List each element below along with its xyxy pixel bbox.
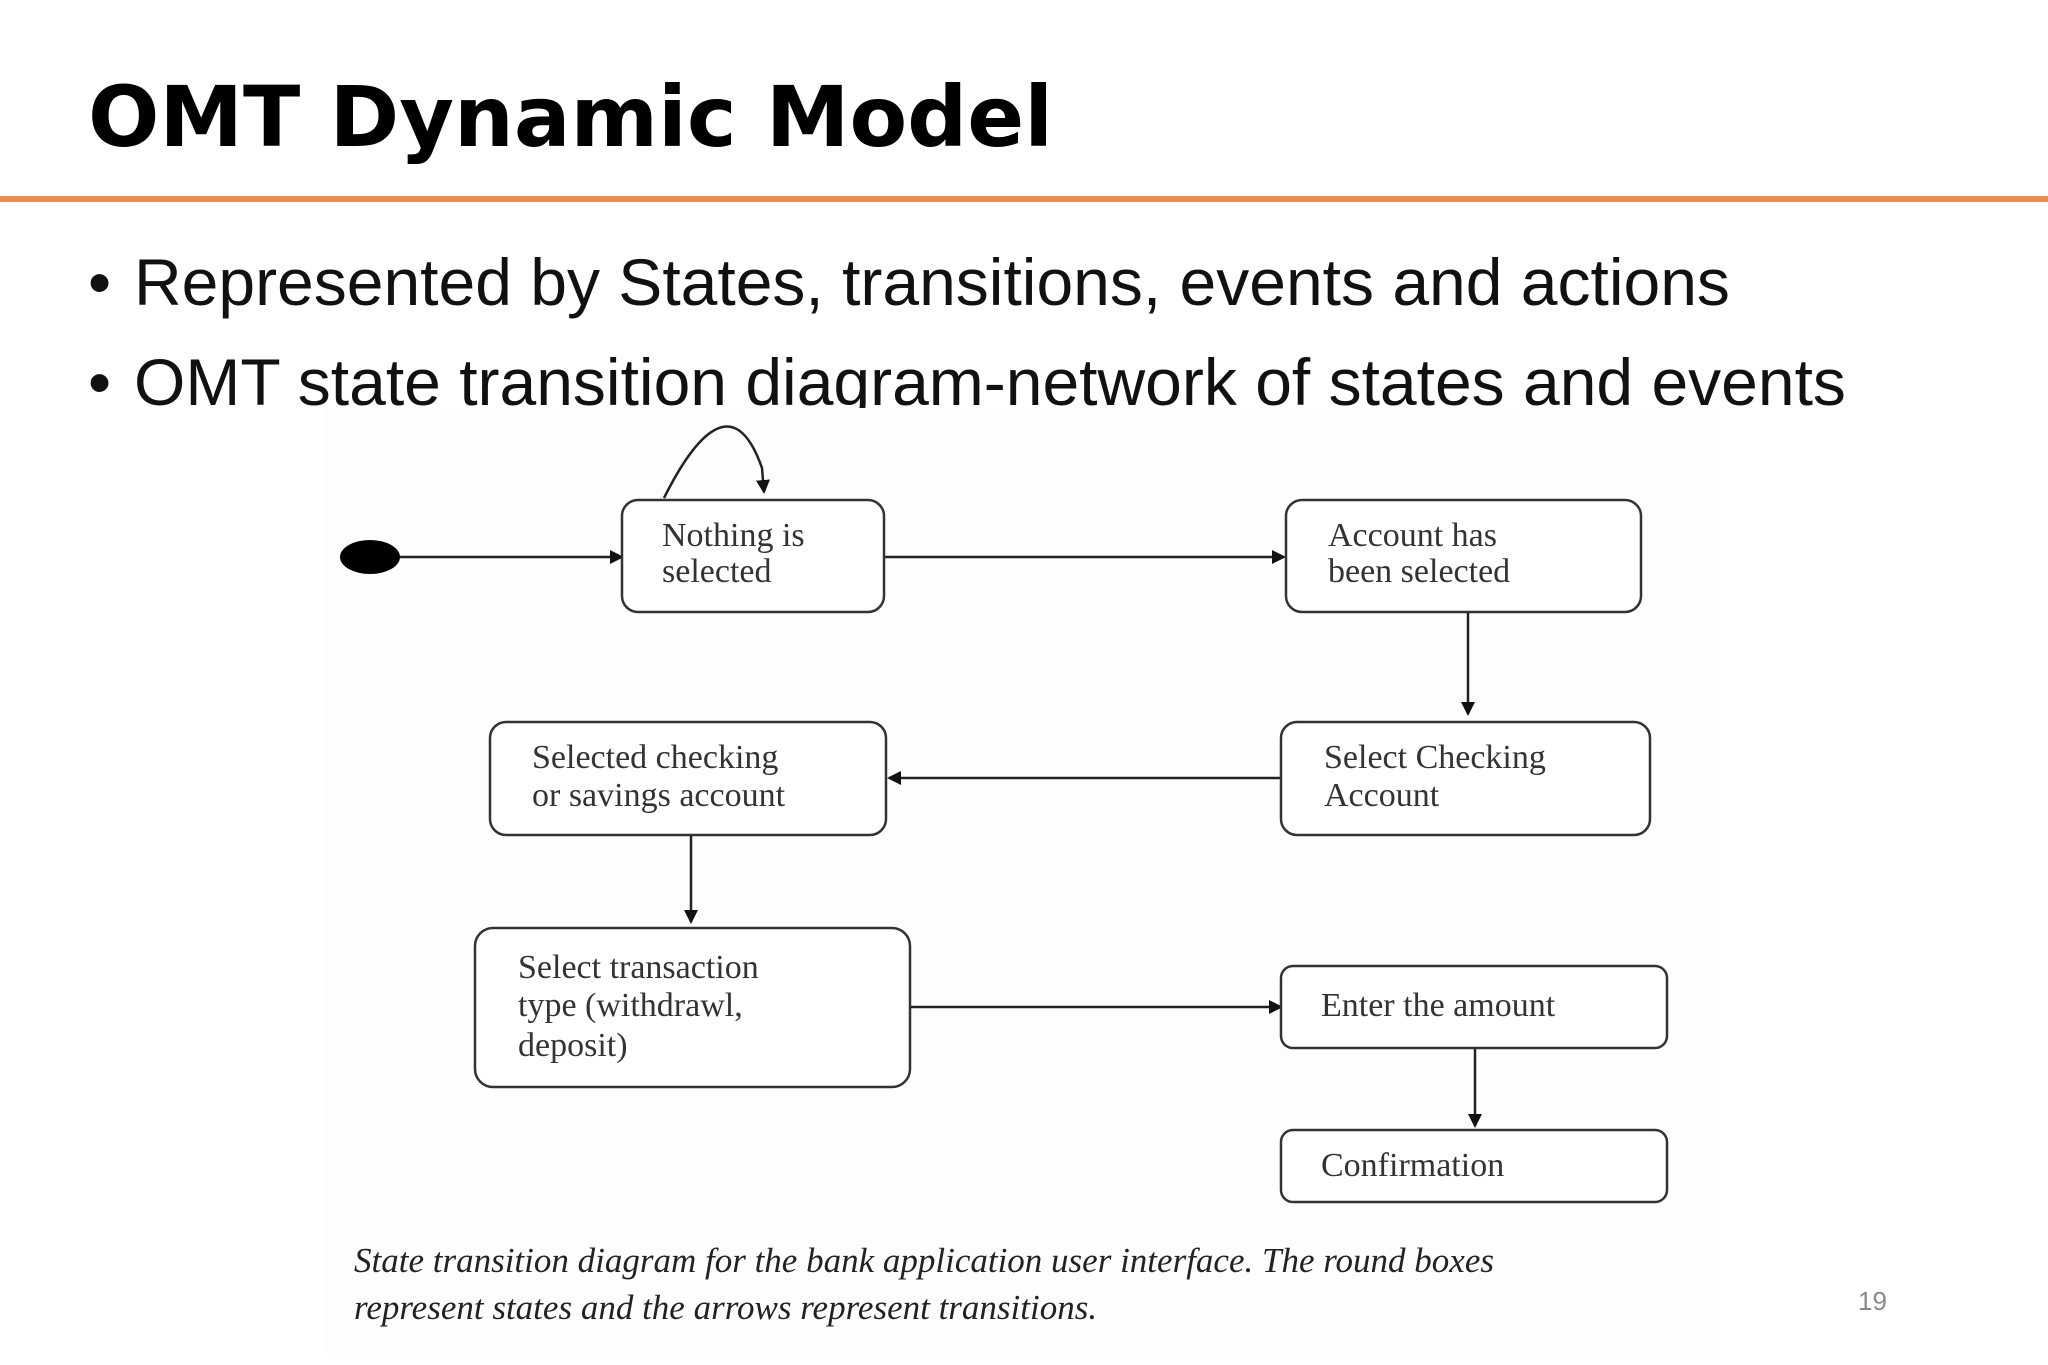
state-select-transaction-type: [473, 926, 912, 1089]
state-label: Nothing is: [662, 517, 805, 554]
bullet-dot-icon: •: [88, 345, 112, 419]
figure-caption: State transition diagram for the bank ap…: [354, 1237, 1494, 1331]
state-nothing-selected: [620, 498, 886, 614]
bullet-text: OMT state transition diagram-network of …: [134, 345, 1846, 419]
state-diagram-figure: Nothing is selected Account has been sel…: [324, 408, 1720, 1353]
self-loop-arrow: [662, 425, 770, 499]
caption-line: State transition diagram for the bank ap…: [354, 1241, 1494, 1280]
state-label: Select Checking: [1324, 739, 1546, 776]
bullet-item: • OMT state transition diagram-network of…: [88, 332, 1846, 432]
bullet-list: • Represented by States, transitions, eve…: [88, 232, 1846, 432]
title-divider: [0, 196, 2048, 202]
state-label: Account has: [1328, 517, 1497, 554]
state-label: Enter the amount: [1321, 987, 1556, 1024]
page-number: 19: [1858, 1286, 1887, 1316]
state-label: or savings account: [532, 777, 786, 814]
state-diagram: Nothing is selected Account has been sel…: [340, 425, 1669, 1204]
state-account-selected: [1284, 498, 1643, 614]
state-label: selected: [662, 553, 772, 590]
caption-line: represent states and the arrows represen…: [354, 1288, 1098, 1327]
state-select-checking-account: [1279, 720, 1652, 837]
state-label: type (withdrawl,: [518, 987, 743, 1024]
bullet-dot-icon: •: [88, 245, 112, 319]
state-label: Select transaction: [518, 949, 759, 986]
state-selected-checking-savings: [488, 720, 888, 837]
state-confirmation: [1279, 1128, 1669, 1204]
state-label: Account: [1324, 777, 1440, 814]
initial-state-dot: [340, 540, 400, 574]
slide-title: OMT Dynamic Model: [88, 68, 1054, 166]
state-label: Selected checking: [532, 739, 778, 776]
state-enter-amount: [1279, 964, 1669, 1050]
state-label: deposit): [518, 1027, 628, 1064]
bullet-text: Represented by States, transitions, even…: [134, 245, 1730, 319]
bullet-item: • Represented by States, transitions, eve…: [88, 232, 1846, 332]
state-label: been selected: [1328, 553, 1510, 590]
state-label: Confirmation: [1321, 1147, 1504, 1184]
